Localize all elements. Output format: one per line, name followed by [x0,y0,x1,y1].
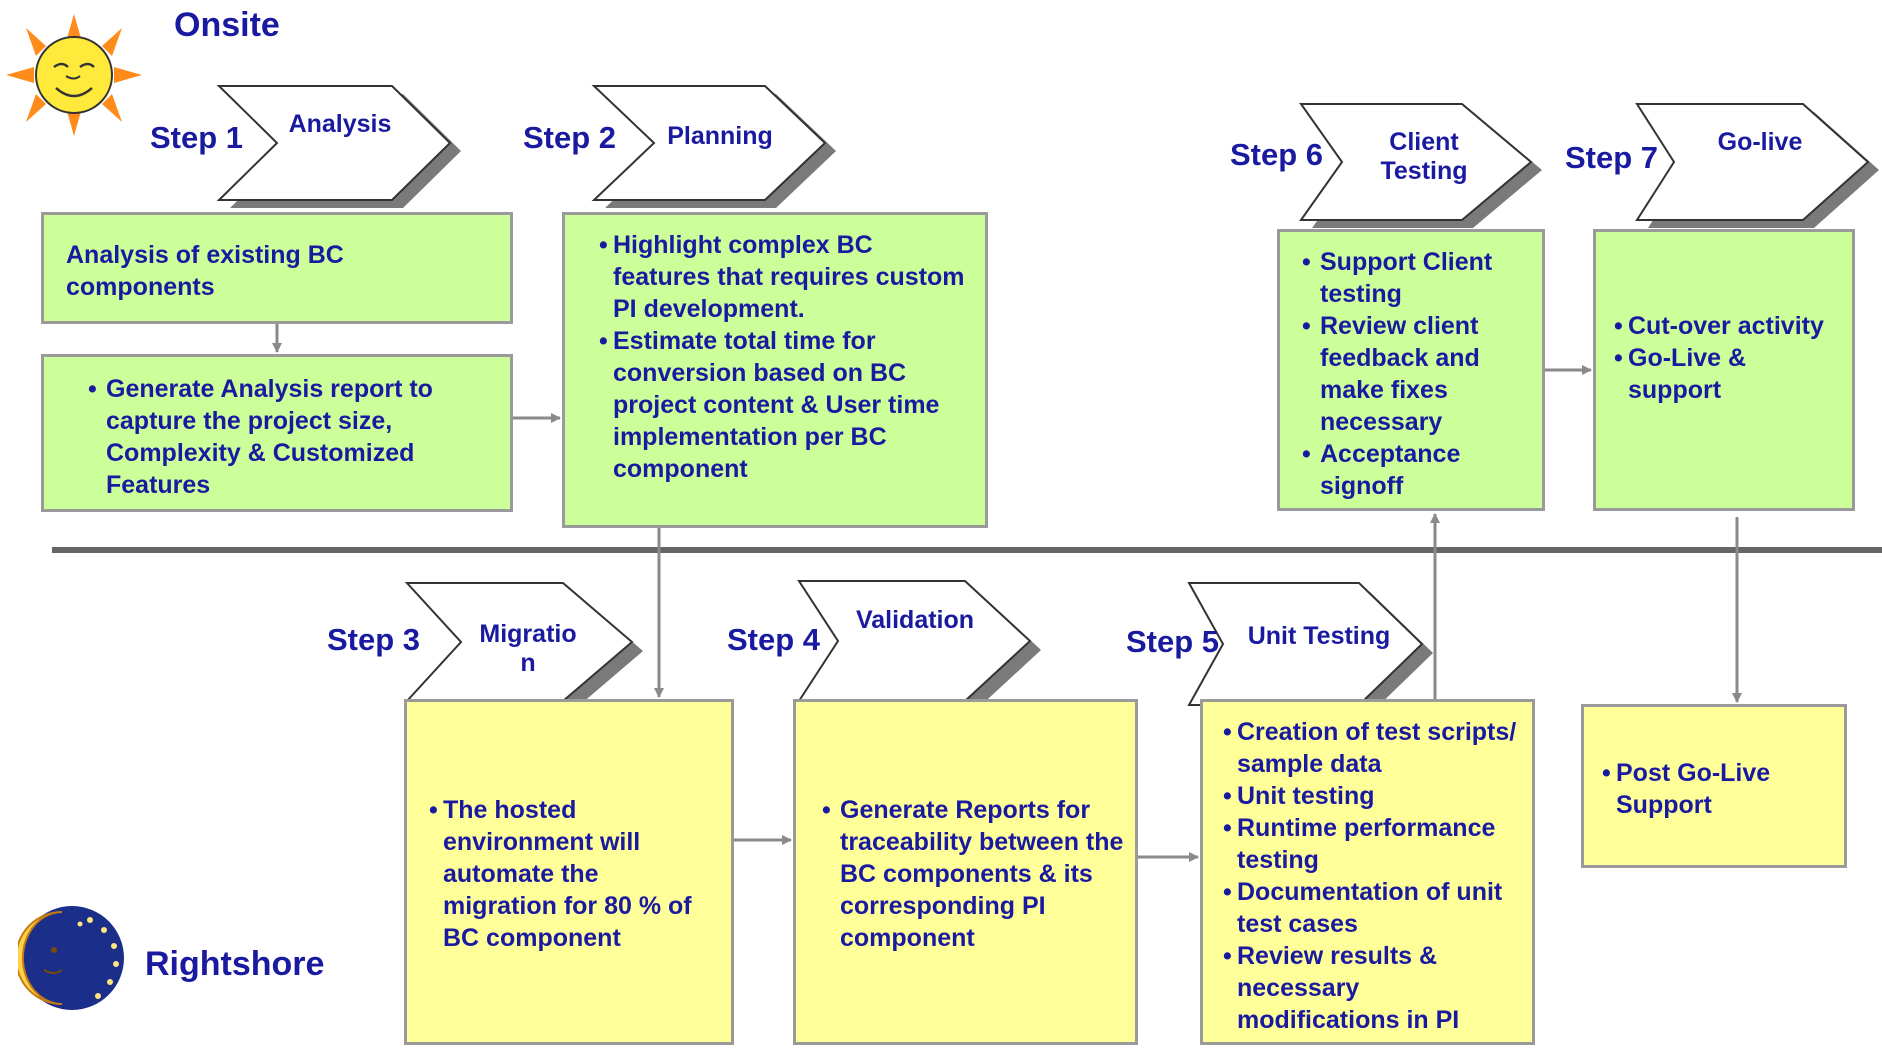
list-item: Acceptance signoff [1298,438,1532,502]
list-item: Support Client testing [1298,246,1532,310]
chevron-step-4 [797,580,1041,710]
planning-box: Highlight complex BC features that requi… [562,212,988,528]
step-5-title: Unit Testing [1247,622,1391,650]
unit-testing-list: Creation of test scripts/ sample data Un… [1223,716,1524,1036]
list-item: Highlight complex BC features that requi… [599,229,971,325]
moon-icon [18,906,124,1010]
analysis-report-box: Generate Analysis report to capture the … [41,354,513,512]
analysis-existing-components-box: Analysis of existing BC components [41,212,513,324]
step-3-title: Migratio n [479,620,577,677]
analysis-report-list: Generate Analysis report to capture the … [84,373,496,501]
list-item: Generate Reports for traceability betwee… [818,794,1125,954]
migration-list: The hosted environment will automate the… [429,794,719,954]
rightshore-lane-label: Rightshore [145,945,325,983]
step-7-title: Go-live [1717,128,1803,156]
client-testing-list: Support Client testing Review client fee… [1298,246,1532,502]
step-7-label: Step 7 [1565,140,1659,175]
list-item: Runtime performance testing [1223,812,1524,876]
post-go-live-box: Post Go-Live Support [1581,704,1847,868]
list-item: Unit testing [1223,780,1524,812]
list-item: Post Go-Live Support [1602,757,1834,821]
step-1-title: Analysis [288,110,392,138]
chevron-step-3 [404,582,643,710]
chevron-step-1 [216,85,461,208]
list-item: Estimate total time for conversion based… [599,325,971,485]
go-live-list: Cut-over activity Go-Live & support [1614,310,1842,406]
step-6-title: Client Testing [1380,128,1468,185]
list-item: Generate Analysis report to capture the … [84,373,496,501]
chevron-step-2 [591,85,836,208]
step-2-title: Planning [667,122,773,150]
unit-testing-box: Creation of test scripts/ sample data Un… [1200,699,1535,1045]
migration-box: The hosted environment will automate the… [404,699,734,1045]
analysis-existing-components-text: Analysis of existing BC components [66,241,344,301]
sun-icon [6,14,142,136]
list-item: Cut-over activity [1614,310,1842,342]
planning-list: Highlight complex BC features that requi… [599,229,971,485]
list-item: Documentation of unit test cases [1223,876,1524,940]
validation-list: Generate Reports for traceability betwee… [818,794,1125,954]
list-item: Creation of test scripts/ sample data [1223,716,1524,780]
chevron-step-6 [1299,103,1542,228]
validation-box: Generate Reports for traceability betwee… [793,699,1138,1045]
step-2-label: Step 2 [523,120,617,155]
onsite-lane-label: Onsite [174,6,280,44]
step-4-label: Step 4 [727,622,821,657]
list-item: Go-Live & support [1614,342,1842,406]
step-3-label: Step 3 [327,622,421,657]
step-5-label: Step 5 [1126,624,1220,659]
step-1-label: Step 1 [150,120,244,155]
client-testing-box: Support Client testing Review client fee… [1277,229,1545,511]
chevron-step-7 [1635,103,1879,228]
step-4-title: Validation [855,606,975,634]
list-item: Review results & necessary modifications… [1223,940,1524,1036]
post-go-live-list: Post Go-Live Support [1602,757,1834,821]
list-item: Review client feedback and make fixes ne… [1298,310,1532,438]
step-6-label: Step 6 [1230,137,1324,172]
go-live-box: Cut-over activity Go-Live & support [1593,229,1855,511]
list-item: The hosted environment will automate the… [429,794,719,954]
